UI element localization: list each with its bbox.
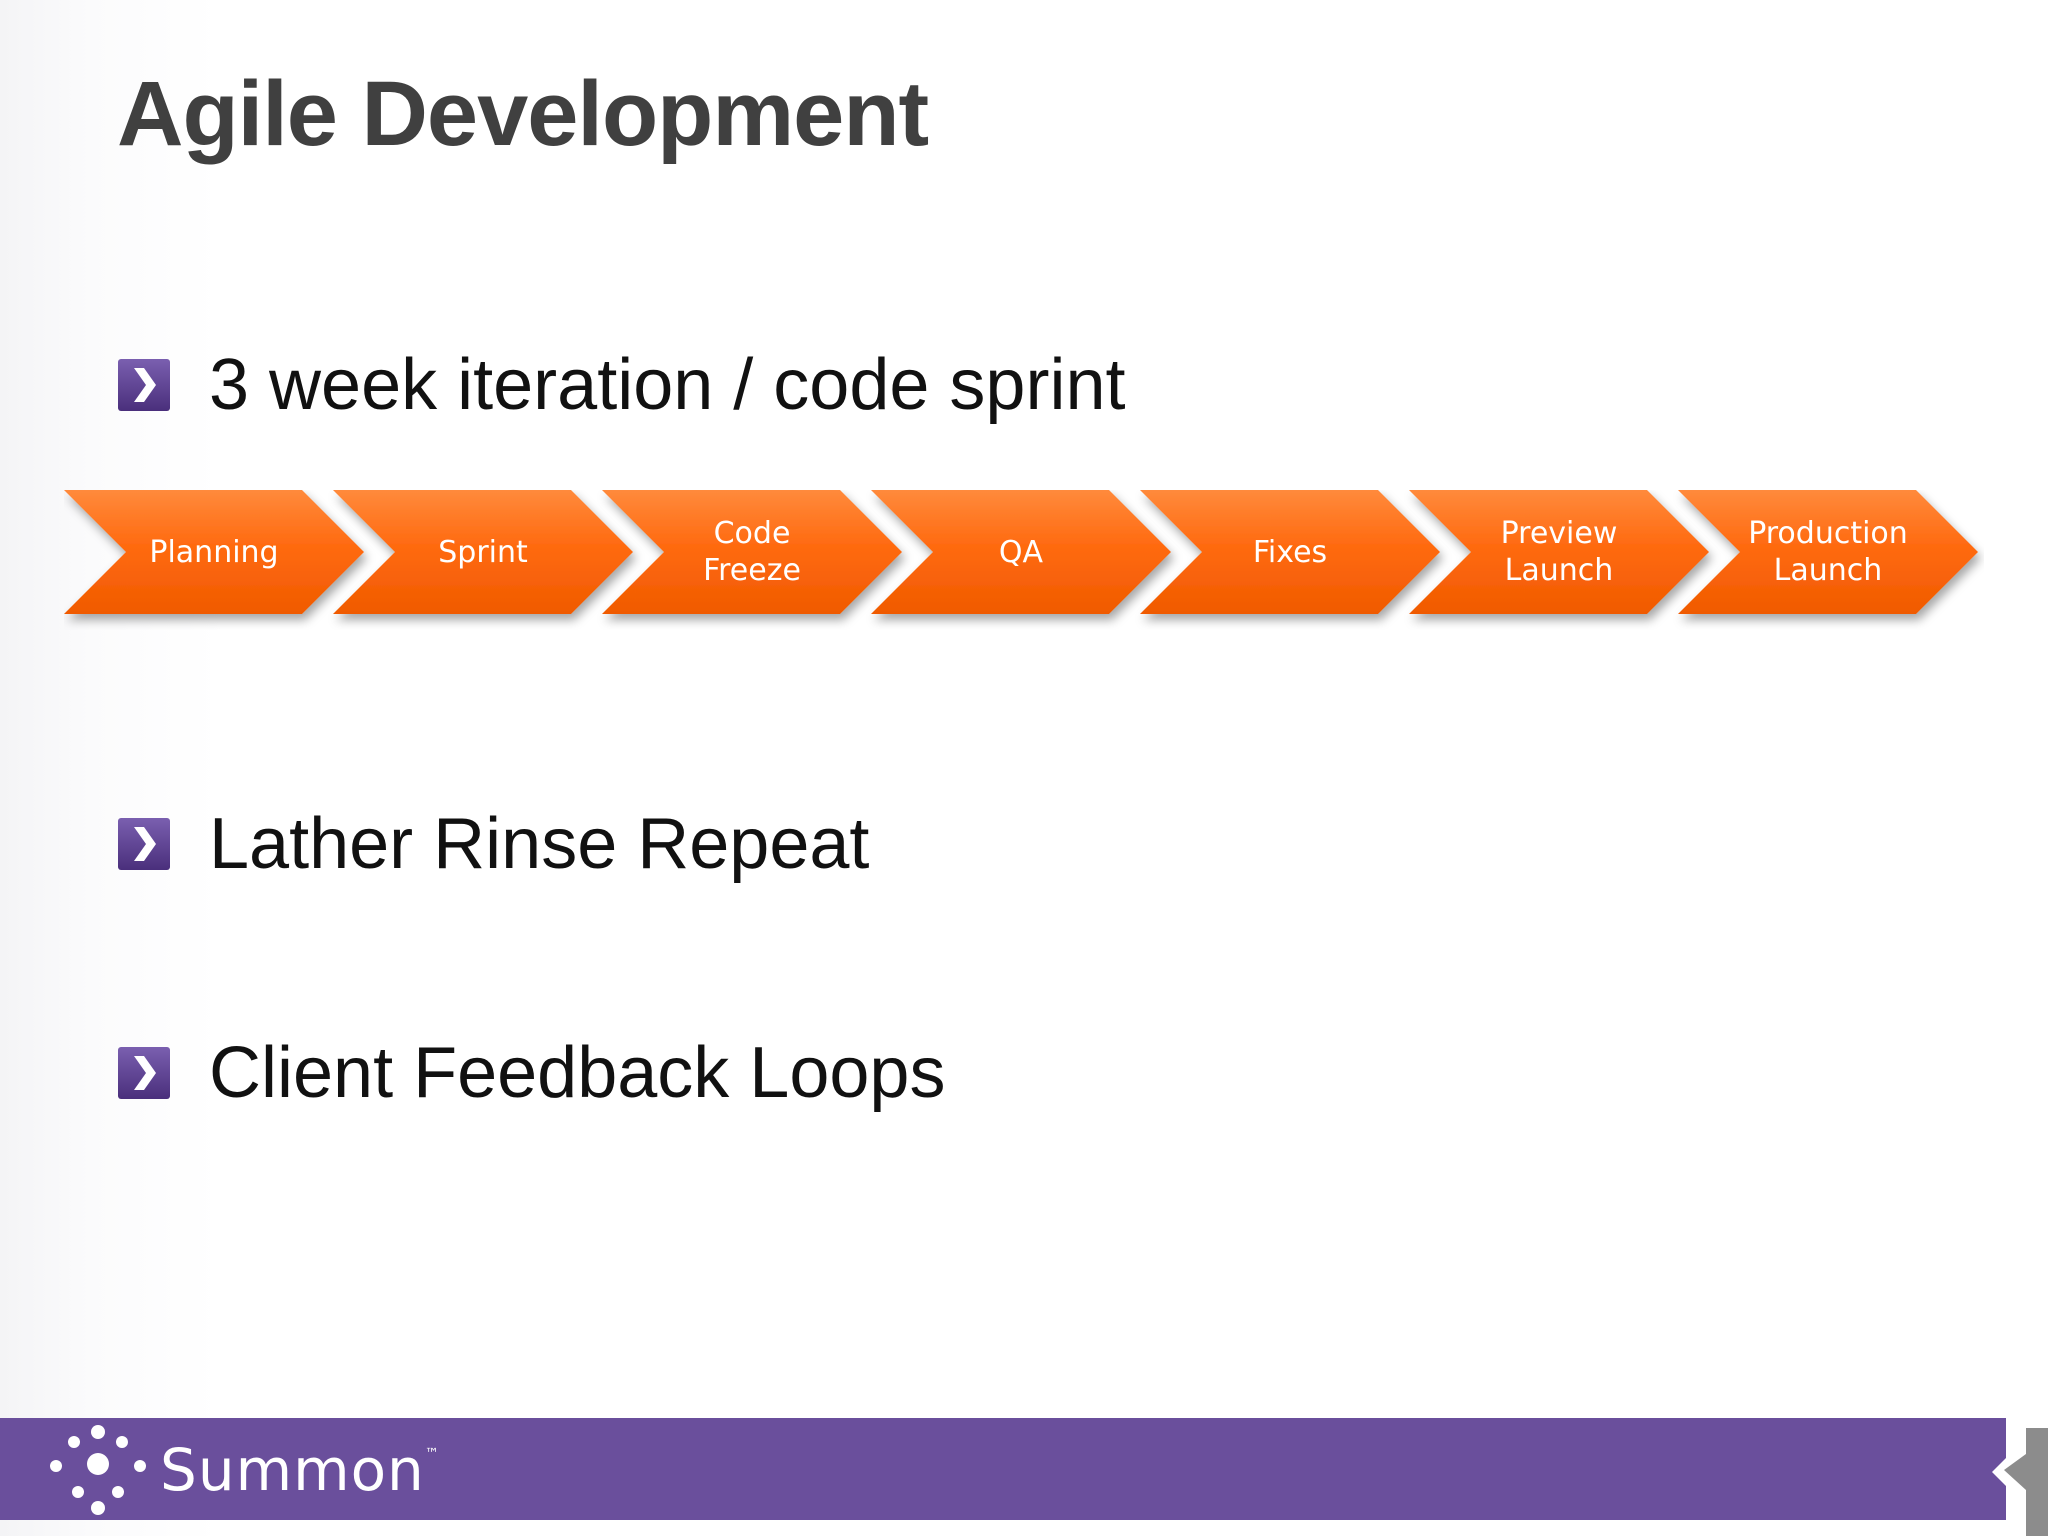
process-step-label: QA [998,534,1044,570]
process-step-arrow [602,490,902,614]
process-flow: Planning Sprint Code Freeze QA Fixes Preview … [64,490,1984,630]
process-arrows [64,490,1978,614]
bullet-item: 3 week iteration / code sprint [117,344,1126,426]
process-step-label: Preview Launch [1500,516,1618,588]
dots-logo-icon [50,1425,146,1515]
process-step-arrow [1409,490,1709,614]
process-step-arrow [871,490,1171,614]
process-step-arrow [1678,490,1978,614]
chevron-right-icon [118,818,170,870]
process-step-label: Planning [149,534,279,570]
bullet-text: Lather Rinse Repeat [209,804,870,884]
bullet-item: Client Feedback Loops [117,1032,945,1114]
slide-nav-handle[interactable] [1978,1418,2048,1536]
footer-bar [0,1418,2006,1520]
process-step-arrow [1140,490,1440,614]
chevron-right-icon [118,1047,170,1099]
process-step-label: Production Launch [1748,516,1908,588]
process-step-arrow [333,490,633,614]
bullet-item: Lather Rinse Repeat [117,803,869,885]
process-step-label: Fixes [1252,534,1328,570]
trademark: ™ [424,1446,440,1462]
slide-title: Agile Development [117,63,929,165]
process-step-label: Sprint [438,534,528,570]
bullet-text: Client Feedback Loops [209,1033,946,1113]
chevron-right-icon [118,359,170,411]
process-step-arrow [64,490,364,614]
summon-logo: Summon™ [48,1424,440,1516]
process-step-label: Code Freeze [703,516,801,588]
bullet-text: 3 week iteration / code sprint [209,345,1126,425]
brand-name: Summon™ [160,1436,440,1504]
